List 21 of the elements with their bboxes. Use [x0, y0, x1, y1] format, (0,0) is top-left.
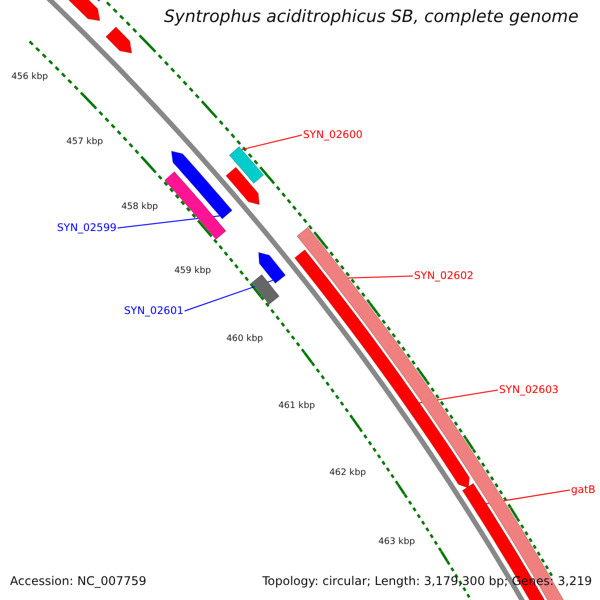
gene-label: SYN_02602	[414, 270, 474, 282]
gene-label: SYN_02599	[57, 222, 117, 234]
tick-label: 462 kbp	[329, 468, 366, 478]
tick-label: 459 kbp	[174, 266, 211, 276]
gene-label: SYN_02603	[499, 384, 559, 396]
gene-label: SYN_02601	[124, 305, 184, 317]
gene-feature-bar	[258, 252, 286, 284]
tick-label: 456 kbp	[11, 72, 48, 82]
tick-label: 461 kbp	[278, 401, 315, 411]
tick-label: 458 kbp	[121, 202, 158, 212]
gene-label: gatB	[571, 484, 596, 496]
leader-line	[241, 134, 302, 150]
leader-line	[348, 276, 414, 278]
gene-feature-bar	[228, 146, 264, 184]
tick-label: 457 kbp	[66, 137, 103, 147]
tick-label: 460 kbp	[226, 334, 263, 344]
accession-text: Accession: NC_007759	[10, 574, 146, 588]
gene-label: SYN_02600	[303, 129, 363, 141]
gene-feature-bar	[171, 150, 233, 220]
diagram-title: Syntrophus aciditrophicus SB, complete genome	[164, 7, 579, 27]
tick-label: 463 kbp	[378, 537, 415, 547]
